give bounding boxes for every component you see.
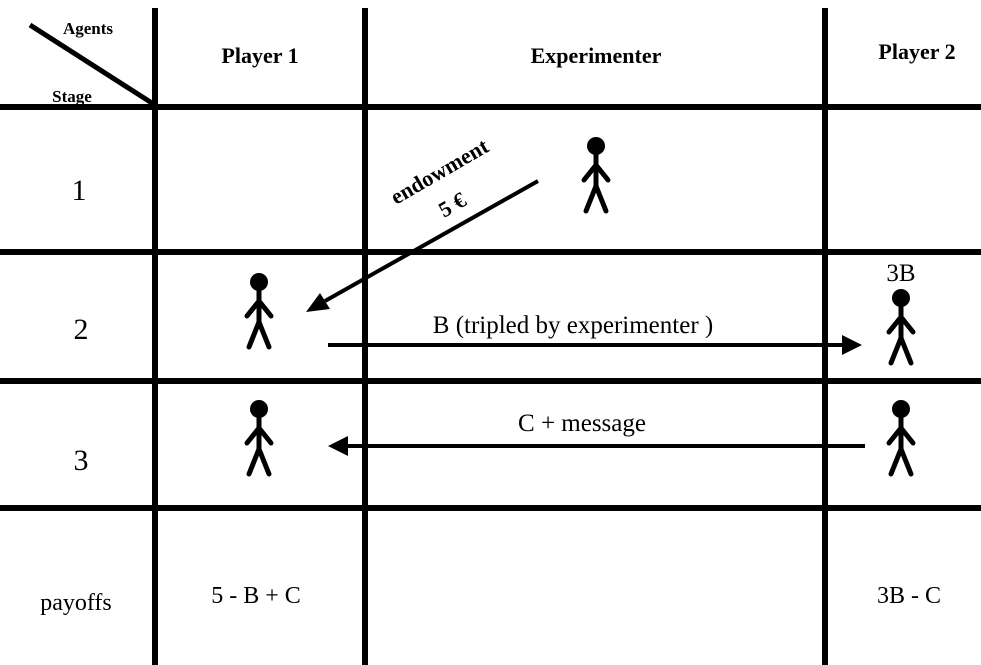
corner-diagonal (28, 22, 157, 108)
grid-lines (0, 8, 981, 665)
player2-payoff: 3B - C (877, 583, 941, 609)
transfer-b-arrow (328, 335, 862, 355)
player2-receive-label: 3B (886, 260, 915, 287)
stage-1-label: 1 (72, 174, 87, 207)
corner-agents-label: Agents (63, 19, 113, 38)
player2-stage3-person-icon (889, 400, 913, 474)
stage-3-label: 3 (74, 444, 89, 477)
corner-stage-label: Stage (52, 87, 92, 106)
payoffs-row-label: payoffs (40, 590, 112, 616)
return-c-label: C + message (518, 410, 646, 437)
header-player2: Player 2 (878, 39, 955, 64)
player2-stage2-person-icon (889, 289, 913, 363)
player1-stage3-person-icon (247, 400, 271, 474)
transfer-b-label: B (tripled by experimenter ) (433, 312, 713, 339)
return-c-arrow (328, 436, 865, 456)
header-player1: Player 1 (221, 43, 298, 68)
endowment-arrow (306, 179, 539, 312)
header-experimenter: Experimenter (531, 43, 662, 68)
player1-payoff: 5 - B + C (211, 583, 301, 609)
endowment-amount: 5 € (434, 187, 470, 222)
experimenter-person-icon (584, 137, 608, 211)
player1-stage2-person-icon (247, 273, 271, 347)
stage-2-label: 2 (74, 313, 89, 346)
